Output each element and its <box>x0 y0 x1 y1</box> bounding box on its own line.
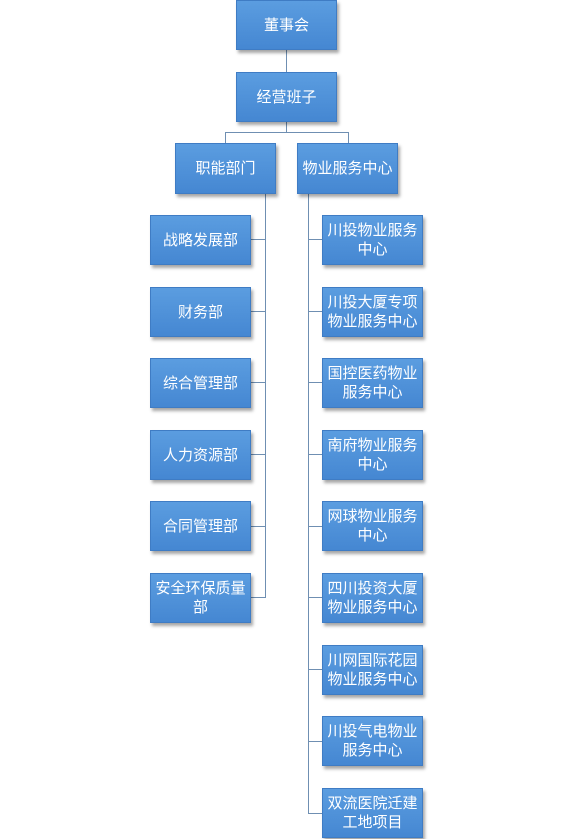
connector <box>308 597 323 598</box>
department-node: 安全环保质量 部 <box>150 573 251 623</box>
node-label: 南府物业服务 中心 <box>327 436 418 473</box>
management-node: 经营班子 <box>236 72 337 122</box>
connector <box>286 50 287 72</box>
connector <box>225 132 349 133</box>
connector <box>265 194 266 598</box>
node-label: 财务部 <box>177 302 223 321</box>
service-center-node: 南府物业服务 中心 <box>322 430 423 480</box>
node-label: 安全环保质量 部 <box>155 579 246 616</box>
connector <box>308 669 323 670</box>
service-centers-node: 物业服务中心 <box>297 143 398 194</box>
connector <box>308 311 323 312</box>
connector <box>308 454 323 455</box>
connector <box>225 132 226 143</box>
node-label: 网球物业服务 中心 <box>327 507 418 544</box>
service-center-node: 川投气电物业 服务中心 <box>322 716 423 766</box>
department-node: 财务部 <box>150 287 251 337</box>
connector <box>308 382 323 383</box>
department-node: 合同管理部 <box>150 501 251 551</box>
service-center-node: 四川投资大厦 物业服务中心 <box>322 573 423 623</box>
connector <box>308 741 323 742</box>
node-label: 战略发展部 <box>162 230 238 249</box>
connector <box>286 122 287 132</box>
board-node: 董事会 <box>236 0 337 50</box>
node-label: 合同管理部 <box>162 516 238 535</box>
node-label: 人力资源部 <box>162 445 238 464</box>
node-label: 国控医药物业 服务中心 <box>327 364 418 401</box>
connector <box>250 382 266 383</box>
connector <box>250 239 266 240</box>
connector <box>250 597 266 598</box>
service-center-node: 川投大厦专项 物业服务中心 <box>322 287 423 337</box>
node-label: 综合管理部 <box>162 373 238 392</box>
departments-node: 职能部门 <box>175 143 276 194</box>
connector <box>308 813 323 814</box>
node-label: 双流医院迁建 工地项目 <box>327 794 418 831</box>
node-label: 董事会 <box>263 15 309 34</box>
node-label: 物业服务中心 <box>302 159 393 177</box>
service-center-node: 网球物业服务 中心 <box>322 501 423 551</box>
service-center-node: 川网国际花园 物业服务中心 <box>322 645 423 695</box>
node-label: 川网国际花园 物业服务中心 <box>327 651 418 688</box>
node-label: 川投气电物业 服务中心 <box>327 722 418 759</box>
node-label: 经营班子 <box>256 87 317 106</box>
connector <box>250 454 266 455</box>
service-center-node: 双流医院迁建 工地项目 <box>322 788 423 838</box>
department-node: 综合管理部 <box>150 358 251 408</box>
connector <box>348 132 349 143</box>
connector <box>308 194 309 814</box>
service-center-node: 川投物业服务 中心 <box>322 215 423 265</box>
department-node: 战略发展部 <box>150 215 251 265</box>
node-label: 川投物业服务 中心 <box>327 221 418 258</box>
connector <box>308 526 323 527</box>
node-label: 四川投资大厦 物业服务中心 <box>327 579 418 616</box>
connector <box>250 526 266 527</box>
service-center-node: 国控医药物业 服务中心 <box>322 358 423 408</box>
department-node: 人力资源部 <box>150 430 251 480</box>
connector <box>308 239 323 240</box>
connector <box>250 311 266 312</box>
node-label: 职能部门 <box>195 159 256 177</box>
node-label: 川投大厦专项 物业服务中心 <box>327 293 418 330</box>
